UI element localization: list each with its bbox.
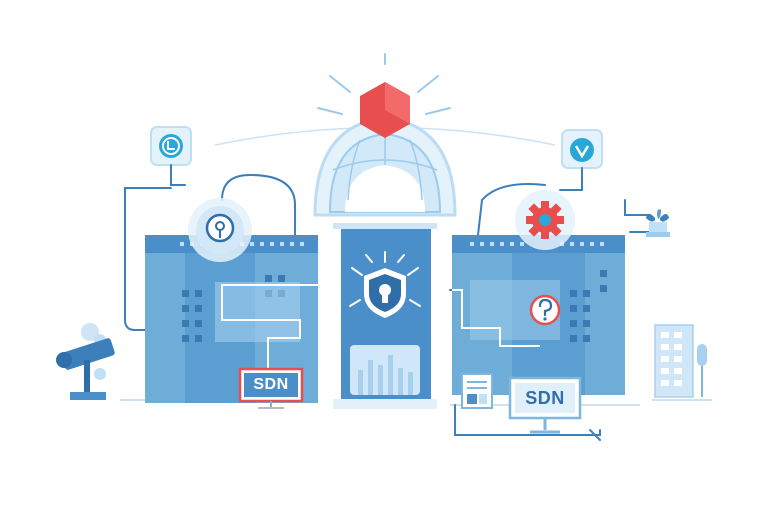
building-icon xyxy=(654,324,707,398)
sdn-right-label: SDN xyxy=(515,383,575,413)
document-icon xyxy=(461,373,493,409)
security-camera-icon xyxy=(56,323,115,400)
question-icon xyxy=(529,294,561,326)
keyhole-pin-icon xyxy=(188,198,252,262)
check-badge-icon xyxy=(561,129,603,169)
clock-badge-icon xyxy=(150,126,192,166)
gear-icon xyxy=(515,190,575,250)
shield-keyhole-icon xyxy=(349,251,421,318)
sdn-left-label: SDN xyxy=(244,373,298,397)
plant-icon xyxy=(646,209,670,237)
hexagon-icon xyxy=(360,82,410,138)
glow-rays xyxy=(317,53,451,115)
right-server-panel xyxy=(452,235,625,395)
